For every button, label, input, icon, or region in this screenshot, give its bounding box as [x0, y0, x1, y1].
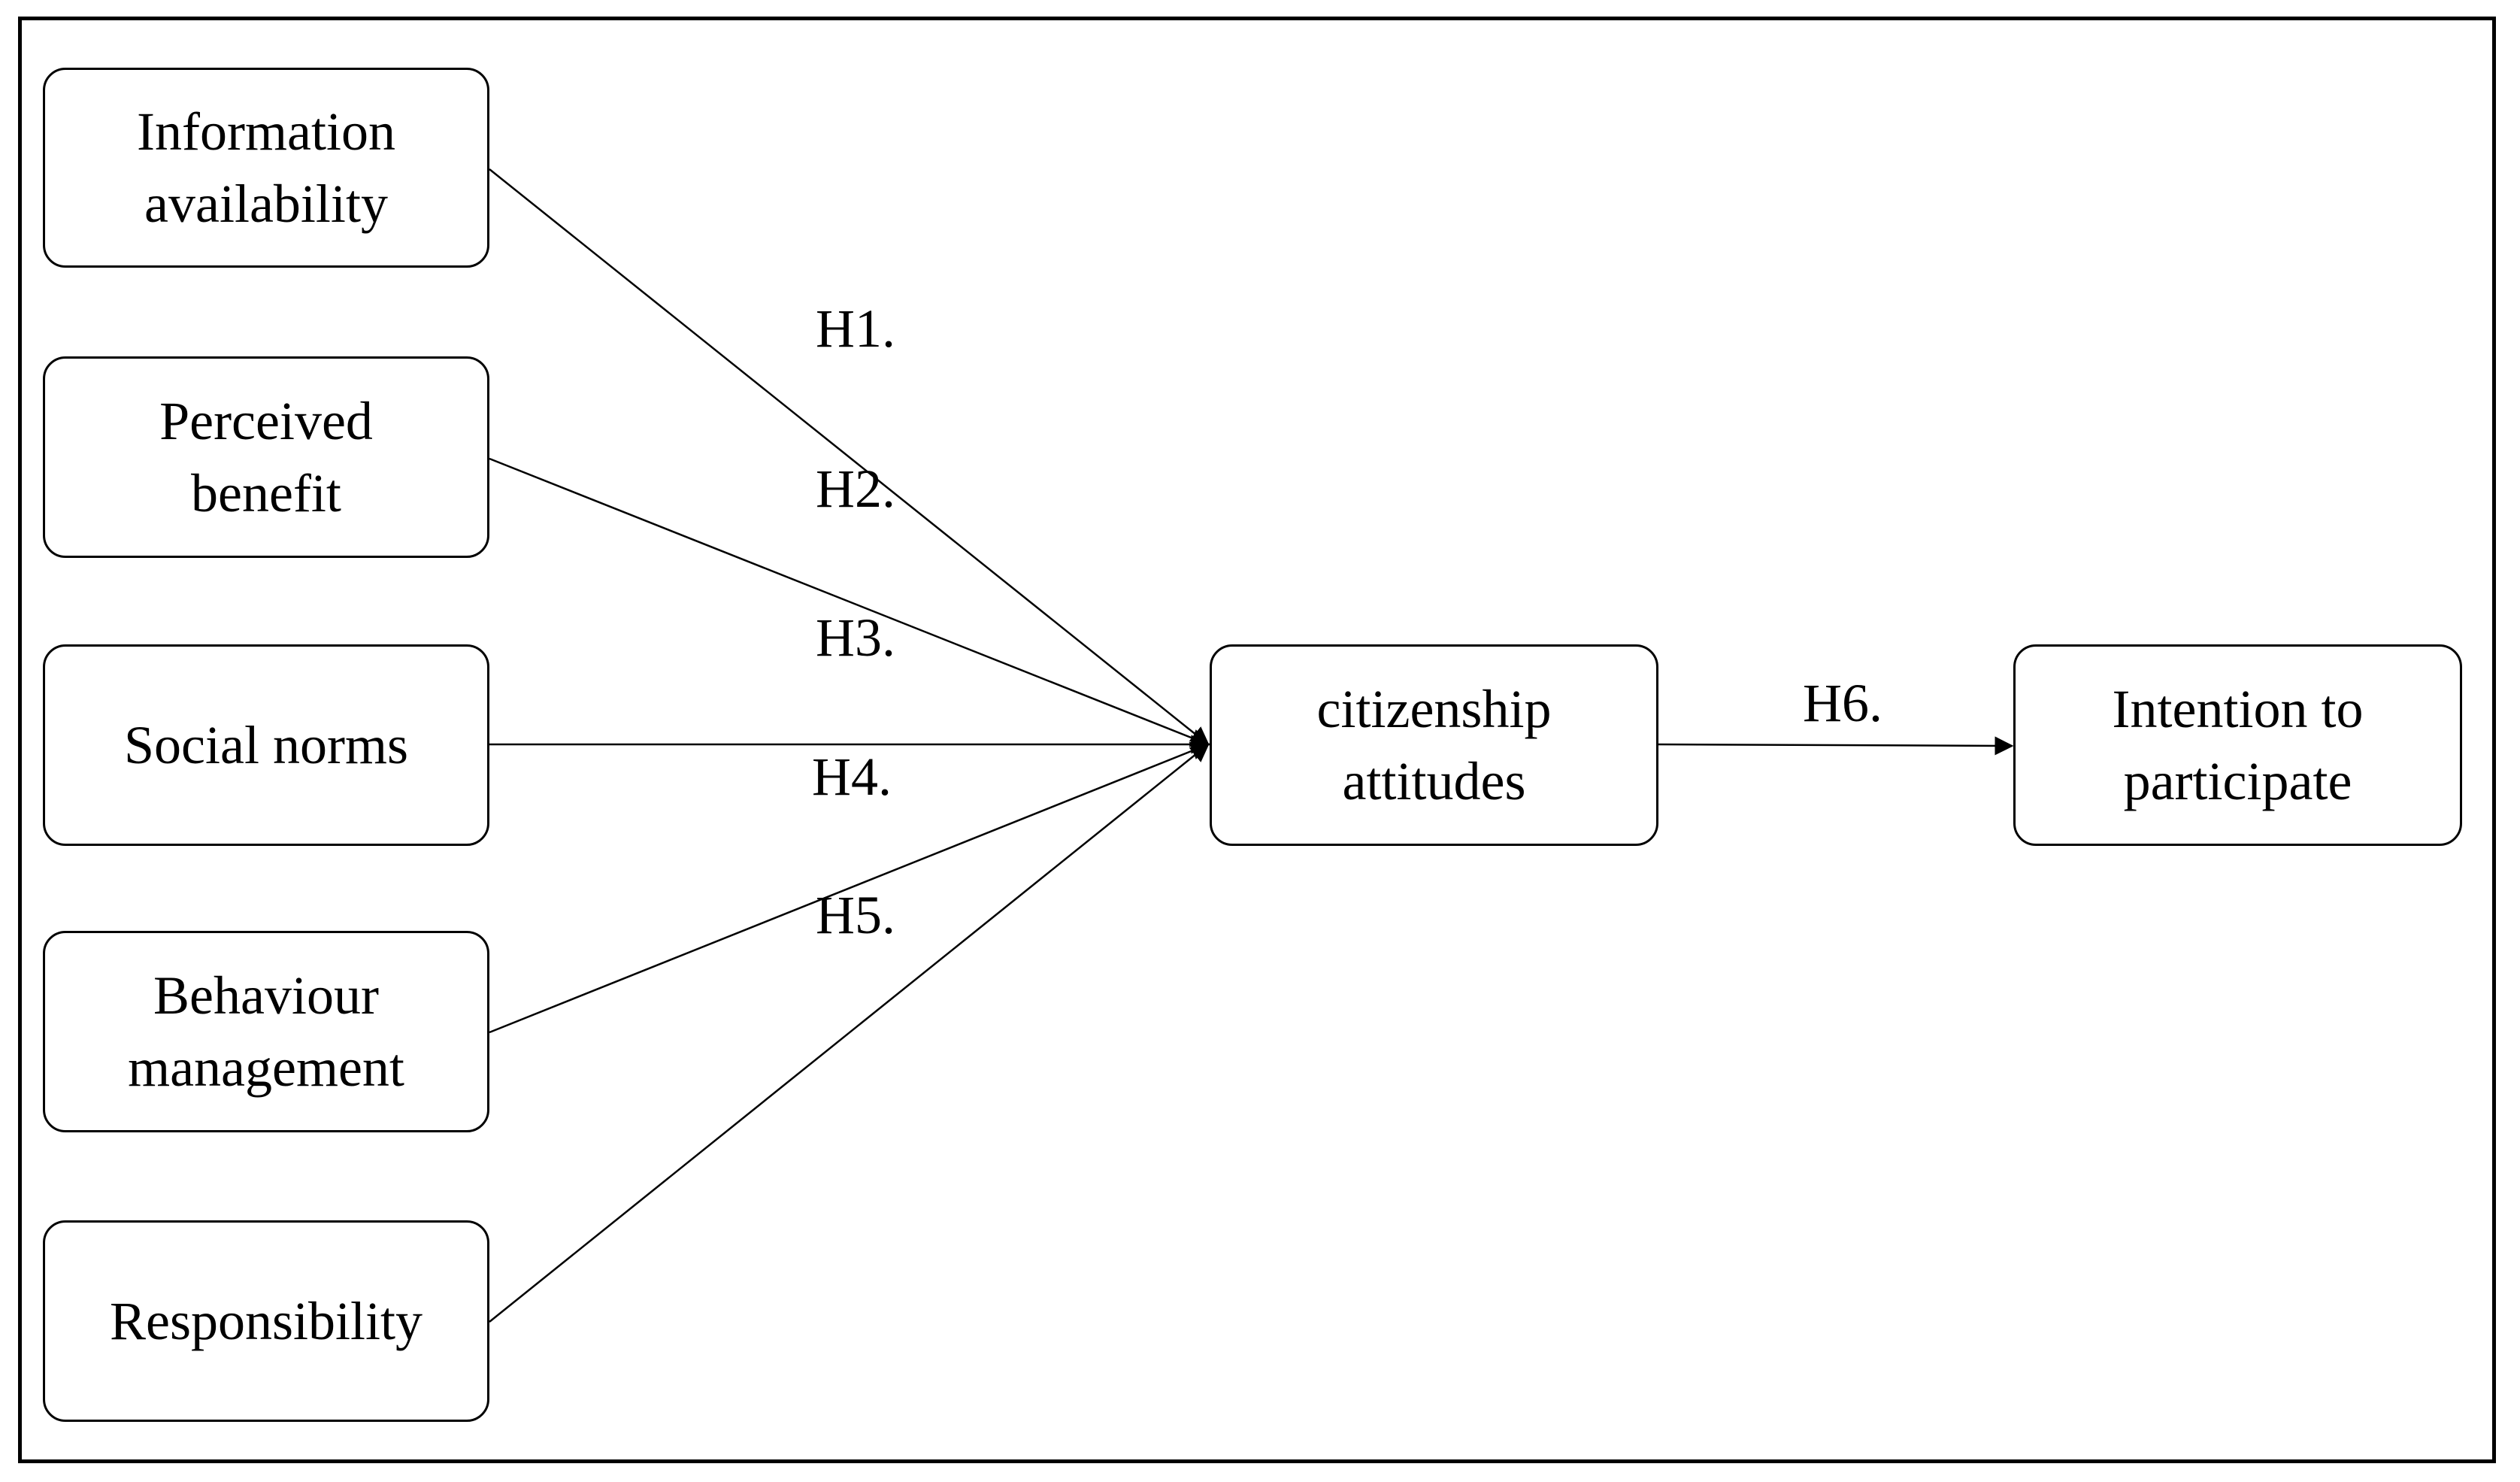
node-behaviour-management: Behaviour management [43, 931, 489, 1132]
edge-information-availability-to-citizenship-attitudes [489, 168, 1210, 746]
hypothesis-label-h6: H6. [1803, 673, 1882, 733]
node-citizenship-attitudes-label: citizenship attitudes [1316, 679, 1552, 811]
node-responsibility: Responsibility [43, 1220, 489, 1422]
hypothesis-label-h3: H3. [816, 608, 895, 668]
node-intention-to-participate-label: Intention to participate [2112, 679, 2364, 811]
node-social-norms: Social norms [43, 644, 489, 846]
edge-responsibility-to-citizenship-attitudes [489, 743, 1210, 1323]
edge-behaviour-management-to-citizenship-attitudes [489, 741, 1210, 1034]
node-behaviour-management-label: Behaviour management [128, 965, 404, 1098]
hypothesis-label-h5: H5. [816, 885, 895, 945]
hypothesis-label-h1: H1. [816, 299, 895, 359]
edge-citizenship-attitudes-to-intention [1658, 736, 2014, 756]
node-perceived-benefit: Perceived benefit [43, 356, 489, 558]
node-intention-to-participate: Intention to participate [2013, 644, 2462, 846]
node-citizenship-attitudes: citizenship attitudes [1210, 644, 1658, 846]
edge-perceived-benefit-to-citizenship-attitudes [489, 457, 1210, 747]
node-responsibility-label: Responsibility [109, 1291, 423, 1351]
node-information-availability-label: Information availability [137, 102, 395, 234]
hypothesis-label-h4: H4. [812, 747, 892, 807]
node-information-availability: Information availability [43, 68, 489, 268]
node-social-norms-label: Social norms [124, 715, 408, 775]
hypothesis-label-h2: H2. [816, 459, 895, 519]
node-perceived-benefit-label: Perceived benefit [159, 391, 373, 523]
